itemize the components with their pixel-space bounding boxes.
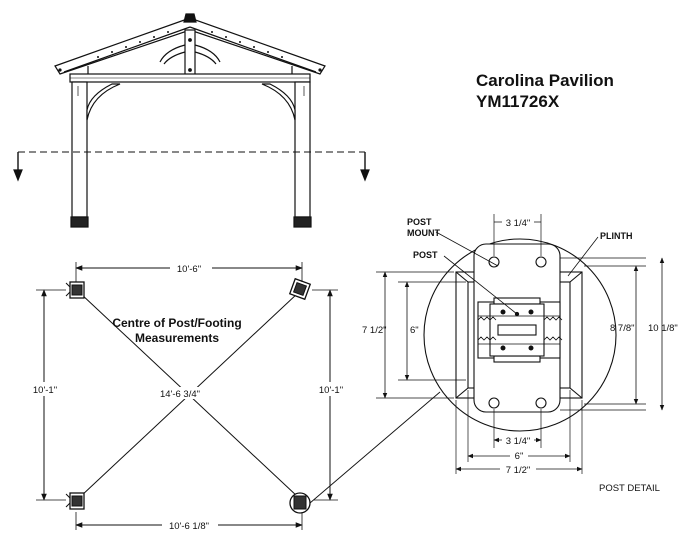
post: [477, 297, 563, 363]
detail-right-inner-dimension: 8 7/8": [610, 323, 635, 334]
detail-right-outer-dimension: 10 1/8": [648, 323, 678, 334]
diagonal-dimension: 14'-6 3/4": [160, 389, 200, 400]
width-bottom-dimension: 10'-6 1/8": [169, 521, 209, 532]
section-cut-line: [13, 151, 370, 182]
footing-top-left: [65, 281, 85, 299]
footing-bottom-left: [65, 492, 85, 510]
plinth-label: PLINTH: [600, 231, 633, 241]
plan-caption-line2: Measurements: [135, 331, 219, 345]
pavilion-elevation: [13, 13, 370, 228]
anchor-holes: [500, 309, 534, 351]
detail-circle: [423, 238, 617, 432]
detail-left-outer-dimension: 7 1/2": [362, 325, 387, 336]
depth-left-dimension: 10'-1": [33, 385, 57, 396]
post-leader: [443, 255, 518, 315]
plan-caption-line1: Centre of Post/Footing: [112, 316, 241, 330]
post-mount-leader: [435, 231, 499, 267]
beam: [69, 73, 311, 83]
detail-bottom-inner-dimension: 3 1/4": [506, 436, 531, 447]
post-label: POST: [413, 250, 438, 260]
post-mount-label: POST: [407, 217, 432, 227]
detail-bottom-outer-dimension: 7 1/2": [506, 465, 531, 476]
detail-left-inner-dimension: 6": [410, 325, 419, 336]
truss: [159, 29, 221, 79]
footing-top-right: [288, 277, 312, 301]
detail-top-dimension: 3 1/4": [506, 218, 531, 229]
post-mount-label-line2: MOUNT: [407, 228, 440, 238]
right-post: [261, 81, 312, 228]
product-model-number: YM11726X: [476, 92, 560, 111]
left-post: [70, 81, 121, 228]
depth-right-dimension: 10'-1": [319, 385, 343, 396]
post-detail-caption: POST DETAIL: [599, 483, 660, 494]
width-top-dimension: 10'-6": [177, 264, 201, 275]
footing-plan: [36, 262, 441, 530]
plinth-leader: [567, 236, 599, 277]
product-title: Carolina Pavilion: [476, 71, 614, 90]
footing-bottom-right: [289, 492, 311, 514]
detail-bottom-mid-dimension: 6": [515, 451, 524, 462]
